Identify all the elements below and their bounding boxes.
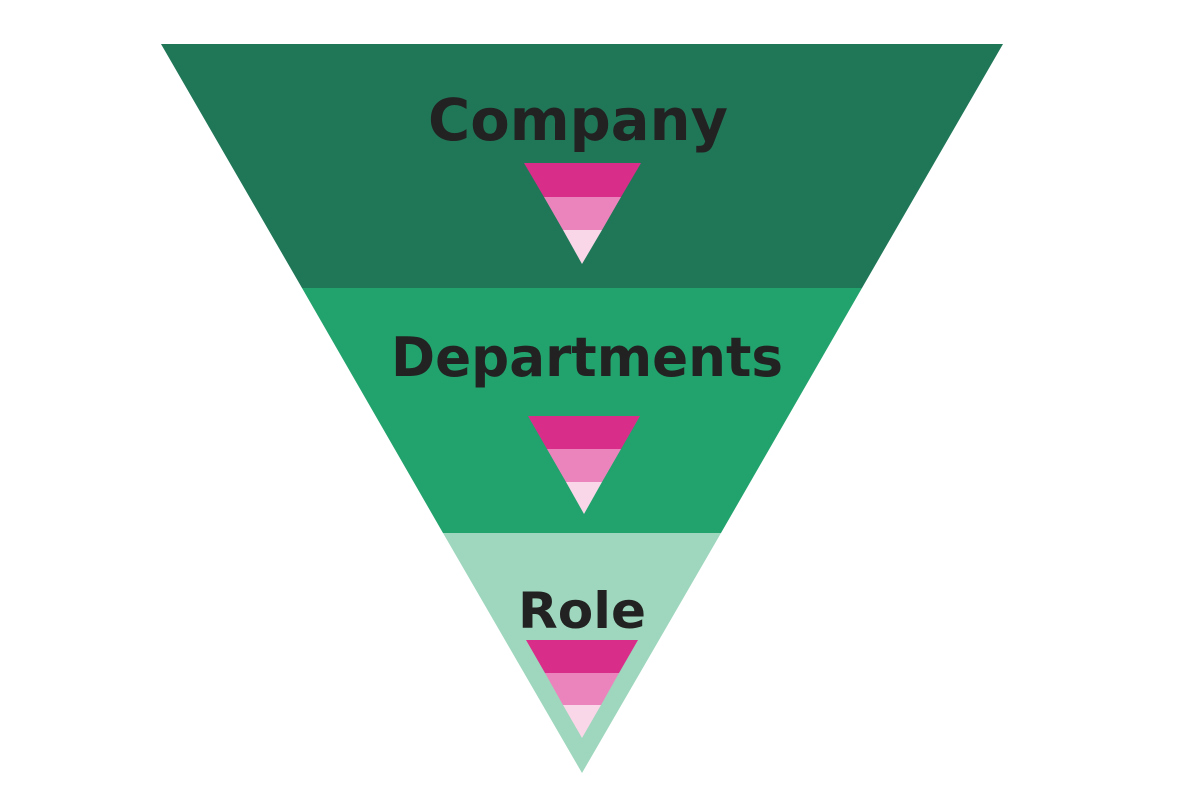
arrow-stripe-mid <box>545 673 619 705</box>
tier-company: Company <box>161 44 1003 288</box>
tier-role-arrow-icon <box>526 640 638 738</box>
tier-departments-band <box>302 288 862 533</box>
arrow-stripe-light <box>566 482 602 514</box>
tier-departments: Departments <box>302 288 862 533</box>
arrow-stripe-mid <box>547 449 621 482</box>
tier-company-arrow-icon <box>524 163 641 264</box>
arrow-stripe-dark <box>528 416 640 449</box>
tier-departments-arrow-icon <box>528 416 640 514</box>
arrow-stripe-mid <box>544 197 621 230</box>
tier-role-label: Role <box>518 582 646 640</box>
tier-company-label: Company <box>428 86 728 154</box>
arrow-stripe-dark <box>524 163 641 197</box>
arrow-stripe-light <box>563 705 601 738</box>
tier-role: Role <box>443 533 721 773</box>
arrow-stripe-dark <box>526 640 638 673</box>
tier-departments-label: Departments <box>391 326 783 389</box>
arrow-stripe-light <box>563 230 602 264</box>
